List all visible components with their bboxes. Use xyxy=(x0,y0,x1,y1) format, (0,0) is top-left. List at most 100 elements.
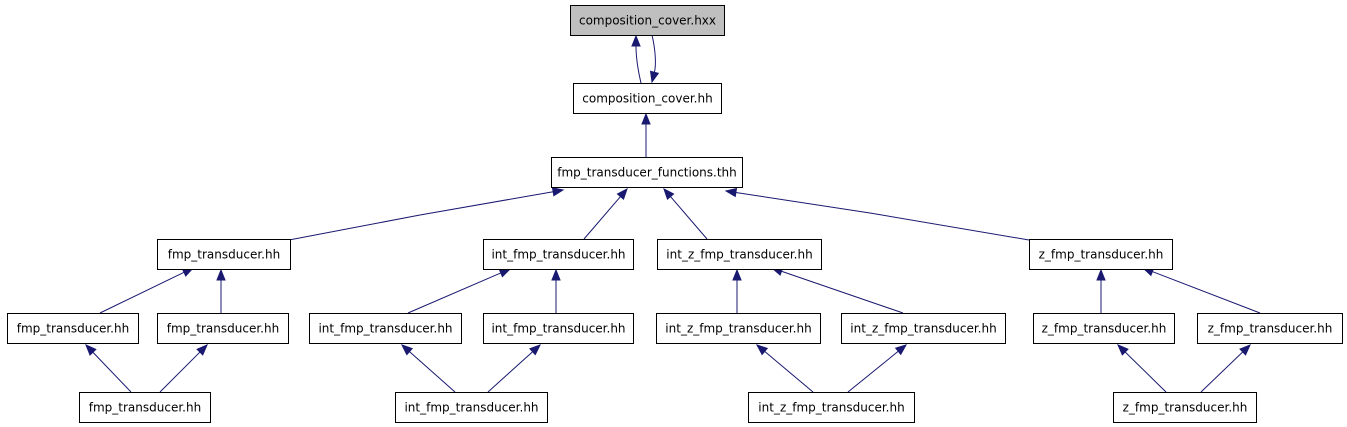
include-edge-n5-to-n2 xyxy=(663,187,708,240)
arrowhead xyxy=(631,34,641,47)
edge-line xyxy=(409,351,456,393)
include-edge-n18-to-n14 xyxy=(1200,344,1251,393)
include-edge-n0-to-n1 xyxy=(649,34,660,84)
file-node-box xyxy=(483,239,634,270)
include-edge-n10-to-n4 xyxy=(551,268,561,313)
arrowhead xyxy=(551,187,565,197)
edge-line xyxy=(159,351,201,393)
file-node-label: int_z_fmp_transducer.hh xyxy=(665,322,811,336)
file-node-n12[interactable]: int_z_fmp_transducer.hh xyxy=(841,313,1006,344)
file-node-n10[interactable]: int_fmp_transducer.hh xyxy=(483,313,634,344)
file-node-box xyxy=(1029,239,1173,270)
file-node-box xyxy=(656,313,821,344)
file-node-box xyxy=(551,157,743,188)
file-node-label: fmp_transducer.hh xyxy=(167,322,279,336)
file-node-label: int_z_fmp_transducer.hh xyxy=(850,322,996,336)
file-node-n13[interactable]: z_fmp_transducer.hh xyxy=(1033,313,1175,344)
edge-line xyxy=(92,351,132,393)
include-edge-n8-to-n3 xyxy=(216,268,226,313)
arrowhead xyxy=(85,344,97,356)
edge-line xyxy=(670,196,708,240)
file-node-label: fmp_transducer.hh xyxy=(168,248,280,262)
edge-line xyxy=(651,34,656,73)
arrowhead xyxy=(663,187,675,201)
arrowhead xyxy=(551,268,561,281)
include-edge-n13-to-n6 xyxy=(1096,268,1106,313)
file-node-label: z_fmp_transducer.hh xyxy=(1039,248,1164,262)
file-node-n4[interactable]: int_fmp_transducer.hh xyxy=(483,239,634,270)
edge-line xyxy=(99,271,185,314)
arrowhead xyxy=(529,344,541,356)
file-node-box xyxy=(657,239,822,270)
file-node-label: z_fmp_transducer.hh xyxy=(1208,322,1333,336)
file-node-n2[interactable]: fmp_transducer_functions.thh xyxy=(551,157,743,188)
include-edge-n16-to-n9 xyxy=(400,344,456,393)
arrowhead xyxy=(1117,344,1129,356)
edge-line xyxy=(487,351,533,393)
arrowhead xyxy=(649,70,660,84)
edge-line xyxy=(583,196,621,240)
edge-line xyxy=(847,350,899,393)
file-node-box xyxy=(1197,313,1343,344)
edge-line xyxy=(735,192,1030,241)
file-node-n18[interactable]: z_fmp_transducer.hh xyxy=(1113,392,1257,423)
file-node-n15[interactable]: fmp_transducer.hh xyxy=(79,392,211,423)
arrowhead xyxy=(616,187,628,201)
edge-line xyxy=(1124,351,1167,393)
edge-line xyxy=(407,272,502,314)
arrowhead xyxy=(894,344,908,356)
file-node-n16[interactable]: int_fmp_transducer.hh xyxy=(395,392,548,423)
file-node-n5[interactable]: int_z_fmp_transducer.hh xyxy=(657,239,822,270)
file-node-box xyxy=(748,392,915,423)
file-node-n3[interactable]: fmp_transducer.hh xyxy=(157,239,291,270)
file-node-n8[interactable]: fmp_transducer.hh xyxy=(157,313,289,344)
include-edge-n11-to-n5 xyxy=(732,268,742,313)
file-node-box xyxy=(1113,392,1257,423)
edge-line xyxy=(781,270,904,314)
include-edge-n1-to-n0 xyxy=(631,34,642,84)
arrowhead xyxy=(1096,268,1106,281)
file-node-label: int_fmp_transducer.hh xyxy=(318,322,452,336)
file-node-n1[interactable]: composition_cover.hh xyxy=(573,83,722,114)
file-node-box xyxy=(7,313,139,344)
edge-line xyxy=(764,351,814,393)
include-edge-n4-to-n2 xyxy=(583,187,628,240)
file-node-label: z_fmp_transducer.hh xyxy=(1042,322,1167,336)
arrowhead xyxy=(755,344,769,356)
file-node-n17[interactable]: int_z_fmp_transducer.hh xyxy=(748,392,915,423)
file-node-label: int_fmp_transducer.hh xyxy=(491,248,625,262)
file-node-box xyxy=(157,239,291,270)
file-node-label: int_fmp_transducer.hh xyxy=(491,322,625,336)
include-edge-n7-to-n3 xyxy=(99,267,195,314)
file-node-label: fmp_transducer_functions.thh xyxy=(557,166,737,180)
file-node-box xyxy=(157,313,289,344)
include-edge-n17-to-n11 xyxy=(755,344,814,393)
file-node-n7[interactable]: fmp_transducer.hh xyxy=(7,313,139,344)
file-node-n6[interactable]: z_fmp_transducer.hh xyxy=(1029,239,1173,270)
arrowhead xyxy=(732,268,742,281)
file-node-n11[interactable]: int_z_fmp_transducer.hh xyxy=(656,313,821,344)
file-node-n9[interactable]: int_fmp_transducer.hh xyxy=(309,313,462,344)
file-node-label: fmp_transducer.hh xyxy=(89,401,201,415)
include-edge-n16-to-n10 xyxy=(487,344,541,393)
file-node-box xyxy=(841,313,1006,344)
file-node-label: z_fmp_transducer.hh xyxy=(1123,401,1248,415)
file-node-box xyxy=(1033,313,1175,344)
include-edge-n14-to-n6 xyxy=(1141,267,1261,314)
file-node-n0[interactable]: composition_cover.hxx xyxy=(570,5,725,36)
include-edge-n12-to-n5 xyxy=(770,266,904,314)
file-node-label: int_z_fmp_transducer.hh xyxy=(758,401,904,415)
edge-line xyxy=(1152,271,1261,314)
include-edge-n15-to-n8 xyxy=(159,344,208,393)
arrowhead xyxy=(400,344,413,356)
include-edge-n18-to-n13 xyxy=(1117,344,1167,393)
edge-line xyxy=(1200,351,1244,393)
arrowhead xyxy=(641,112,651,125)
file-node-box xyxy=(483,313,634,344)
include-edge-n2-to-n1 xyxy=(641,112,651,157)
arrowhead xyxy=(1239,344,1251,356)
file-node-box xyxy=(79,392,211,423)
include-edge-n3-to-n2 xyxy=(288,187,565,241)
file-node-n14[interactable]: z_fmp_transducer.hh xyxy=(1197,313,1343,344)
include-edge-n6-to-n2 xyxy=(724,187,1030,241)
